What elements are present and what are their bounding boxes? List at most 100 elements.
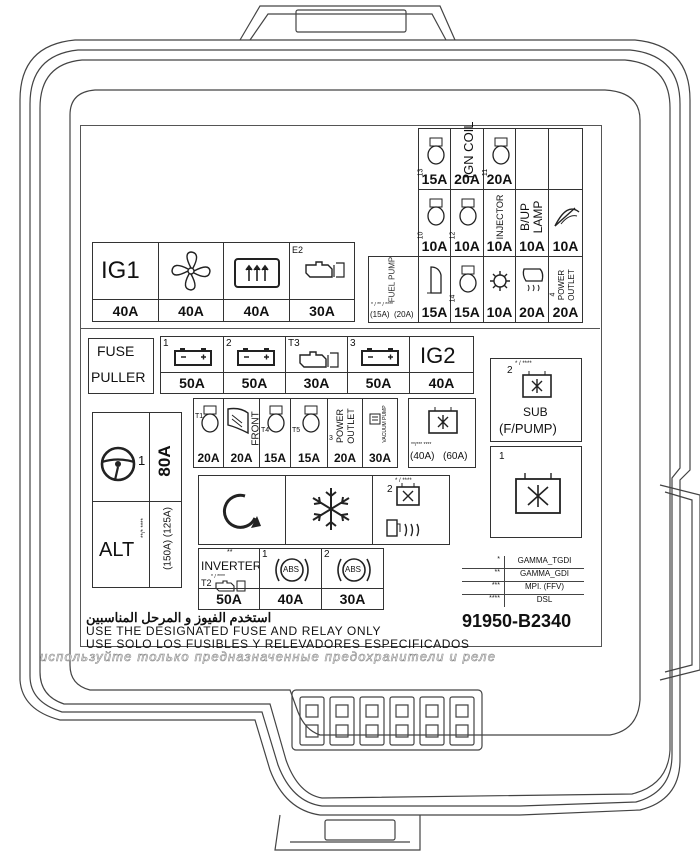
fuse-fan: 40A [158, 242, 224, 322]
fuse-amp: 50A [224, 372, 285, 391]
warning-arabic: استخدم الفيوز و المرحل المناسبين [86, 610, 272, 625]
rear-defrost-icon [234, 258, 280, 288]
fuse-t4: T4 15A [259, 398, 291, 468]
fuse-empty-a [515, 128, 549, 190]
fuse-battery-1: 1 50A [160, 336, 224, 394]
fuse-abs-2: 2 ABS 30A [321, 548, 384, 610]
fuse-amp: 50A [199, 588, 259, 607]
fuse-amp: 15A [421, 304, 448, 320]
fuse-amp: 20A [486, 171, 513, 187]
steering-wheel-icon [100, 446, 136, 482]
inverter-sub: T2 [201, 578, 212, 588]
fuse-box-icon [427, 137, 445, 165]
fuse-number: 2 [324, 549, 330, 560]
relay-number: 2 [507, 365, 513, 376]
fuse-ig2: IG2 40A [409, 336, 474, 394]
fuse-power-outlet-4: 4 POWER OUTLET 20A [548, 256, 583, 323]
fuse-number: T1 [195, 413, 204, 420]
fuse-amp: 10A [421, 238, 448, 254]
fuse-14: 14 15A [449, 256, 484, 323]
fuse-amp: 40A [260, 588, 321, 607]
relay-icon [396, 483, 420, 506]
fuse-battery-2: 2 50A [223, 336, 286, 394]
legend-row: **** DSL [462, 595, 584, 607]
front-defrost-icon [227, 407, 249, 435]
fuse-amp: 20A [197, 451, 220, 465]
fuse-front-defrost: FRONT 20A [223, 398, 262, 468]
fuse-amp: 10A [486, 304, 513, 320]
relay-marks: **/*** **** [411, 442, 432, 448]
fuse-amp: 20A [454, 171, 480, 187]
warning-english: USE THE DESIGNATED FUSE AND RELAY ONLY [86, 624, 382, 638]
fuse-amp: 40A [410, 372, 473, 391]
relay-icon [515, 473, 561, 514]
legend-row: ** GAMMA_GDI [462, 569, 584, 582]
fuse-number: E2 [292, 245, 304, 255]
vacuum-pump-icon [369, 413, 381, 425]
fuse-vacuum-pump: VACUUM PUMP 30A [362, 398, 398, 468]
fuse-amp: 10A [486, 238, 513, 254]
fuse-amp: 20A [552, 304, 579, 320]
relay-marks: * / **** [515, 361, 532, 367]
fuse-amp: 30A [368, 451, 391, 465]
battery-icon [174, 348, 212, 366]
label-panel [80, 125, 602, 647]
engine-icon [305, 261, 345, 278]
alt-divider [93, 501, 181, 502]
fuse-amp: 15A [297, 451, 320, 465]
fuse-power-outlet-3: 3 POWER OUTLET 20A [327, 398, 363, 468]
fuse-injector: INJECTOR 10A [483, 189, 516, 257]
battery-icon [237, 348, 275, 366]
fuse-number: T5 [292, 427, 301, 434]
fuse-amp: 40A [159, 299, 223, 319]
fuse-rear-defrost: 40A [223, 242, 290, 322]
fan-icon [171, 251, 211, 291]
fuse-wiper: 10A [548, 189, 583, 257]
fuse-number: 14 [449, 294, 457, 303]
fuse-heated-mirror: 20A [515, 256, 549, 323]
abs-label: ABS [283, 565, 300, 574]
relay-fuel-heater: 2 * / **** [372, 475, 450, 545]
fuse-t1: T1 20A [193, 398, 224, 468]
relay-number: 2 [387, 484, 393, 495]
fuse-ac-compressor: 10A [483, 256, 516, 323]
fuse-box-icon [459, 265, 477, 293]
relay-main-1: 1 [490, 446, 582, 538]
legend-mark: **** [462, 595, 505, 607]
fuse-t3: T3 30A [285, 336, 348, 394]
fuse-amp: 20A [230, 451, 253, 465]
abs-icon [337, 558, 371, 582]
relay-ac [285, 475, 373, 545]
fuse-box-icon [459, 198, 477, 226]
fuse-amp: 10A [454, 238, 480, 254]
fuse-amp: 15A [263, 451, 286, 465]
fuse-amp: 20A [333, 451, 356, 465]
fuse-label: FUEL PUMP [387, 256, 397, 303]
fuse-number: T3 [288, 338, 300, 349]
relay-number: 1 [499, 451, 505, 462]
legend-row: * GAMMA_TGDI [462, 556, 584, 569]
fuse-puller-line1: FUSE [97, 343, 135, 359]
relay-marks: * / **** [395, 478, 412, 484]
fuse-amp: 50A [348, 372, 409, 391]
fuse-box-icon [492, 137, 510, 165]
fuse-box-icon [267, 405, 285, 433]
snowflake-icon [312, 488, 350, 530]
alt-label: ALT [99, 539, 135, 561]
fuse-number: 2 [226, 338, 232, 349]
relay-label-line2: (F/PUMP) [499, 421, 557, 436]
alt-amps: (150A) (125A) [162, 507, 174, 570]
ac-compressor-icon [490, 271, 510, 291]
fuel-pump-marks: * / ** / **** [371, 302, 393, 308]
fuse-box-icon [302, 405, 320, 433]
relay-rotation [198, 475, 286, 545]
fuse-puller: FUSE PULLER [88, 338, 154, 394]
alt-marks: **/* **** [141, 518, 147, 538]
battery-icon [361, 348, 399, 366]
fuse-amp: 15A [454, 304, 480, 320]
fuse-number: 3 [350, 338, 356, 349]
legend-text: DSL [536, 595, 553, 604]
panel-divider [80, 328, 600, 329]
fuse-number: 4 [549, 292, 557, 297]
